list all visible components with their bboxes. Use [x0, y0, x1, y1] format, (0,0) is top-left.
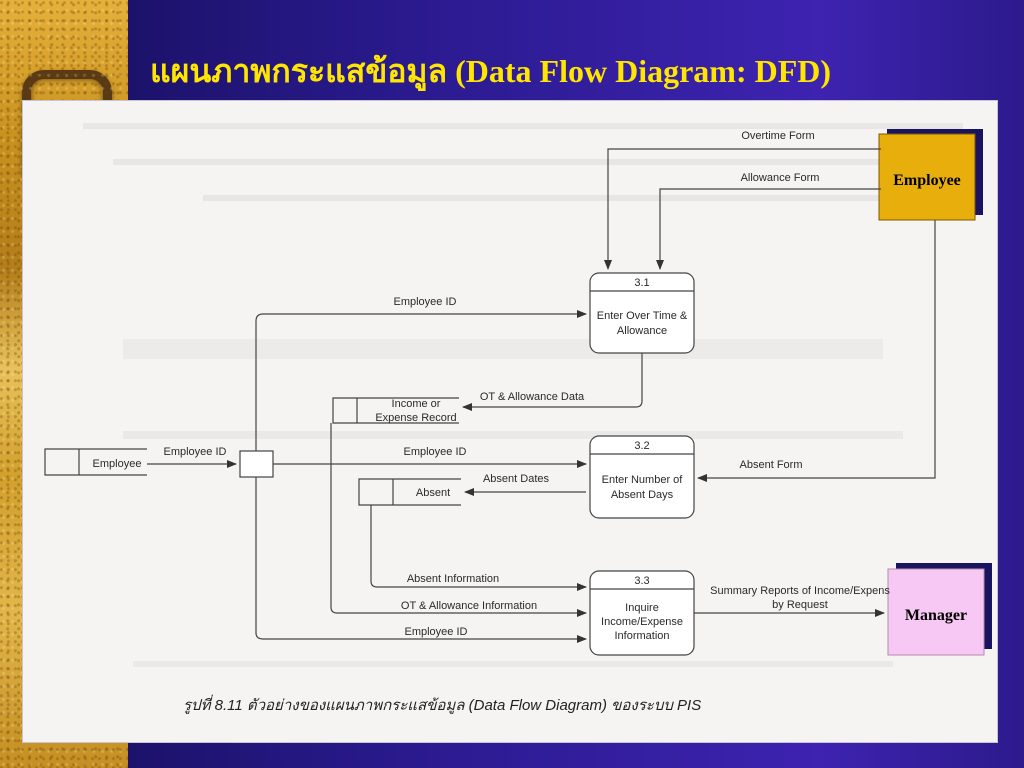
flow-summary-reports-line1: Summary Reports of Income/Expens: [710, 585, 890, 597]
employee-source-label: Employee: [93, 458, 142, 470]
flow-absent-information-label: Absent Information: [407, 573, 499, 585]
flow-absent-form: [697, 220, 936, 482]
data-store-income-record: Income or Expense Record: [332, 397, 459, 424]
flow-overtime-form-label: Overtime Form: [741, 130, 814, 142]
flow-absent-information: [370, 505, 587, 591]
income-record-line2: Expense Record: [375, 412, 456, 424]
manager-entity-label: Manager: [905, 607, 967, 624]
slide-title: แผนภาพกระแสข้อมูล (Data Flow Diagram: DF…: [150, 53, 832, 89]
flow-allowance-form: [656, 188, 881, 270]
flow-overtime-form: [604, 148, 881, 270]
flow-employee-id-top-label: Employee ID: [394, 296, 457, 308]
figure-caption: รูปที่ 8.11 ตัวอย่างของแผนภาพกระแสข้อมูล…: [183, 694, 701, 714]
process-3-1-id: 3.1: [634, 277, 649, 289]
process-3-2-line1: Enter Number of: [602, 474, 684, 486]
process-3-3-line3: Information: [614, 630, 669, 642]
process-3-3: 3.3 Inquire Income/Expense Information: [589, 570, 695, 656]
process-3-3-id: 3.3: [634, 575, 649, 587]
flow-ot-allowance-data-label: OT & Allowance Data: [480, 391, 585, 403]
process-3-3-line2: Income/Expense: [601, 616, 683, 628]
process-3-2: 3.2 Enter Number of Absent Days: [589, 435, 695, 519]
data-flow-diagram: Employee Manager 3.1 Enter Over Time & A…: [44, 123, 992, 714]
process-3-3-line1: Inquire: [625, 602, 659, 614]
flow-absent-dates-label: Absent Dates: [483, 473, 550, 485]
flow-junction: [239, 450, 274, 478]
process-3-2-id: 3.2: [634, 440, 649, 452]
flow-employee-id-bottom-label: Employee ID: [405, 626, 468, 638]
process-3-1-line2: Allowance: [617, 325, 667, 337]
process-3-1-line1: Enter Over Time &: [597, 310, 688, 322]
flow-employee-id-bottom: [255, 477, 587, 643]
flow-ot-allowance-information-label: OT & Allowance Information: [401, 600, 537, 612]
process-3-1: 3.1 Enter Over Time & Allowance: [589, 272, 695, 354]
flow-summary-reports-line2: by Request: [772, 599, 828, 611]
flow-employee-id-mid-label: Employee ID: [404, 446, 467, 458]
flow-allowance-form-label: Allowance Form: [741, 172, 820, 184]
manager-entity: Manager: [887, 563, 992, 656]
employee-entity-label: Employee: [893, 172, 961, 189]
diagram-panel: Employee Manager 3.1 Enter Over Time & A…: [22, 100, 998, 743]
employee-source-entity: Employee: [44, 448, 147, 476]
data-store-absent: Absent: [358, 478, 461, 506]
flow-employee-id-top: [255, 310, 587, 451]
income-record-line1: Income or: [392, 398, 441, 410]
employee-entity: Employee: [878, 129, 983, 221]
process-3-2-line2: Absent Days: [611, 489, 674, 501]
flow-ot-allowance-information: [330, 423, 587, 617]
flow-ot-allowance-data: [462, 353, 643, 411]
flow-absent-form-label: Absent Form: [740, 459, 803, 471]
flow-employee-id-source-label: Employee ID: [164, 446, 227, 458]
absent-store-label: Absent: [416, 487, 450, 499]
